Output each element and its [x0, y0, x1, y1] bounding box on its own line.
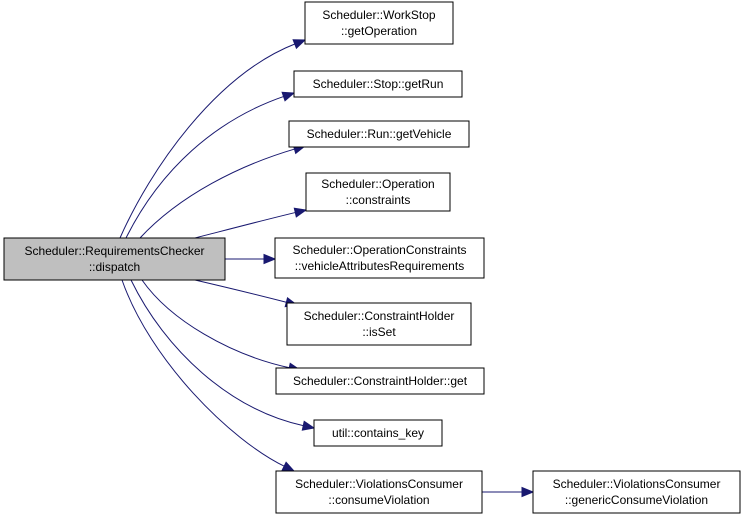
node-workstop-getoperation[interactable]: Scheduler::WorkStop::getOperation: [304, 1, 454, 45]
node-box[interactable]: [293, 70, 463, 98]
node-constraintholder-isset[interactable]: Scheduler::ConstraintHolder::isSet: [286, 302, 472, 346]
node-label-line: ::isSet: [362, 325, 396, 339]
edge-root-to-workstop_getoperation: [119, 39, 307, 239]
edge-root-to-stop_getrun: [125, 91, 296, 239]
node-run-getvehicle[interactable]: Scheduler::Run::getVehicle: [288, 120, 470, 148]
node-box[interactable]: [286, 302, 472, 346]
node-box[interactable]: [275, 367, 485, 395]
node-label-line: Scheduler::Stop::getRun: [313, 77, 444, 91]
node-label-line: Scheduler::Run::getVehicle: [307, 127, 452, 141]
edge-arrowhead: [281, 461, 296, 472]
node-label-line: ::vehicleAttributesRequirements: [295, 259, 464, 273]
node-violationsconsumer-consumeviolation[interactable]: Scheduler::ViolationsConsumer::consumeVi…: [275, 470, 483, 514]
edge-line: [141, 279, 291, 369]
node-box[interactable]: [313, 419, 443, 447]
node-violationsconsumer-genericconsumeviolation[interactable]: Scheduler::ViolationsConsumer::genericCo…: [532, 470, 741, 514]
node-util-contains-key[interactable]: util::contains_key: [313, 419, 443, 447]
edges-layer: [119, 39, 535, 498]
node-constraintholder-get[interactable]: Scheduler::ConstraintHolder::get: [275, 367, 485, 395]
node-box[interactable]: [3, 237, 226, 281]
edge-root-to-util_contains_key: [130, 279, 316, 431]
edge-root-to-violationsconsumer_consumeviolation: [121, 279, 296, 472]
node-label-line: ::constraints: [346, 193, 411, 207]
node-label-line: util::contains_key: [332, 426, 424, 440]
edge-arrowhead: [521, 486, 535, 498]
edge-line: [130, 279, 305, 427]
node-label-line: Scheduler::Operation: [321, 177, 434, 191]
node-label-line: Scheduler::ViolationsConsumer: [295, 477, 463, 491]
node-label-line: Scheduler::OperationConstraints: [292, 243, 466, 257]
node-label-line: Scheduler::RequirementsChecker: [24, 244, 204, 258]
edge-line: [139, 148, 296, 239]
node-stop-getrun[interactable]: Scheduler::Stop::getRun: [293, 70, 463, 98]
node-operationconstraints-vehicleattributesrequirements[interactable]: Scheduler::OperationConstraints::vehicle…: [274, 237, 485, 279]
nodes-layer: Scheduler::RequirementsChecker::dispatch…: [3, 1, 741, 514]
edge-line: [121, 279, 286, 468]
node-operation-constraints[interactable]: Scheduler::Operation::constraints: [305, 172, 451, 212]
edge-arrowhead: [281, 91, 296, 102]
node-label-line: Scheduler::ConstraintHolder: [304, 309, 455, 323]
node-box[interactable]: [304, 1, 454, 45]
node-label-line: Scheduler::WorkStop: [322, 8, 435, 22]
node-label-line: ::consumeViolation: [328, 493, 429, 507]
node-label-line: ::dispatch: [89, 260, 140, 274]
edge-arrowhead: [263, 253, 277, 265]
node-label-line: ::genericConsumeViolation: [565, 493, 708, 507]
node-label-line: ::getOperation: [341, 24, 417, 38]
node-root[interactable]: Scheduler::RequirementsChecker::dispatch: [3, 237, 226, 281]
edge-arrowhead: [301, 420, 316, 431]
edge-root-to-operationconstraints_vehicleattributesrequirements: [225, 253, 277, 265]
edge-violationsconsumer_consumeviolation-to-violationsconsumer_genericconsumeviolation: [481, 486, 535, 498]
edge-line: [194, 211, 297, 239]
edge-root-to-constraintholder_get: [141, 279, 302, 373]
node-box[interactable]: [305, 172, 451, 212]
edge-line: [119, 43, 296, 239]
node-box[interactable]: [532, 470, 741, 514]
node-box[interactable]: [288, 120, 470, 148]
edge-line: [125, 95, 285, 239]
edge-root-to-constraintholder_isset: [194, 279, 299, 308]
edge-arrowhead: [293, 207, 308, 218]
edge-root-to-operation_constraints: [194, 207, 308, 239]
node-label-line: Scheduler::ConstraintHolder::get: [293, 374, 468, 388]
node-box[interactable]: [275, 470, 483, 514]
edge-line: [194, 279, 288, 303]
node-box[interactable]: [274, 237, 485, 279]
edge-arrowhead: [292, 39, 307, 50]
node-label-line: Scheduler::ViolationsConsumer: [553, 477, 721, 491]
